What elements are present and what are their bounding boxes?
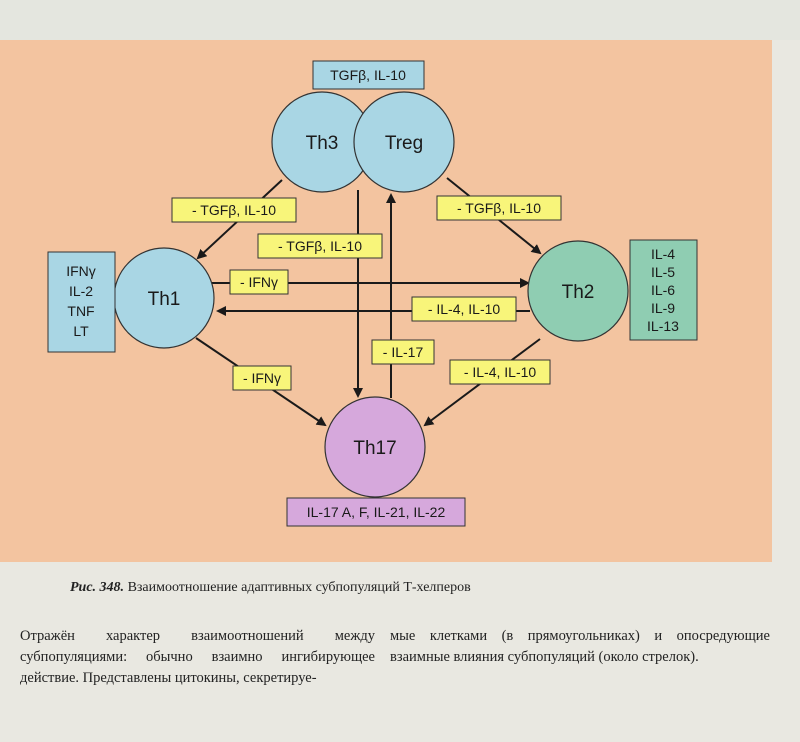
body-text-left: Отражён характер взаимоотношений между с… [20, 628, 375, 686]
cell-th2 [527, 240, 629, 342]
th2-cytokine-5: IL-13 [647, 318, 679, 334]
label-to-th17-center: - TGFβ, IL-10 [278, 238, 362, 254]
label-box-th2-to-th1 [411, 296, 517, 322]
th2-cytokine-1: IL-4 [651, 246, 675, 262]
label-to-th1: - TGFβ, IL-10 [192, 202, 276, 218]
cell-th17-label: Th17 [353, 438, 396, 459]
label-box-th17-to-treg [371, 339, 435, 365]
label-th17-to-treg: - IL-17 [383, 344, 424, 360]
th1-cytokine-4: LT [73, 323, 89, 339]
label-box-th1-to-th17 [232, 365, 292, 391]
cell-treg [353, 91, 455, 193]
figure-caption-text: Взаимоотношение адаптивных субпопуляций … [127, 580, 471, 595]
label-th1-to-th17: - IFNγ [243, 370, 281, 386]
cell-th1-label: Th1 [148, 289, 181, 310]
th2-cytokine-box [629, 239, 698, 341]
page-top-strip [0, 0, 800, 40]
body-text-right: мые клетками (в прямоугольниках) и опоср… [390, 628, 770, 665]
label-th2-to-th17: - IL-4, IL-10 [464, 364, 537, 380]
top-cytokine-text: TGFβ, IL-10 [330, 67, 406, 83]
label-box-to-th2 [436, 195, 562, 221]
th17-cytokine-text: IL-17 A, F, IL-21, IL-22 [307, 504, 446, 520]
th1-cytokine-1: IFNγ [66, 263, 96, 279]
figure-number: Рис. 348. [70, 580, 125, 595]
figure-caption: Рис. 348. Взаимоотношение адаптивных суб… [70, 580, 770, 596]
th1-cytokine-3: TNF [67, 303, 94, 319]
label-box-to-th1 [171, 197, 297, 223]
cell-th2-label: Th2 [562, 282, 595, 303]
th2-cytokine-2: IL-5 [651, 264, 675, 280]
cell-treg-label: Treg [385, 133, 423, 154]
label-box-to-th17-center [257, 233, 383, 259]
th2-cytokine-3: IL-6 [651, 282, 675, 298]
label-th1-to-th2: - IFNγ [240, 274, 278, 290]
label-th2-to-th1: - IL-4, IL-10 [428, 301, 501, 317]
label-to-th2: - TGFβ, IL-10 [457, 200, 541, 216]
t-helper-diagram: TGFβ, IL-10 Th3 Treg Th1 IFNγ IL-2 TNF L… [47, 60, 698, 527]
th1-cytokine-2: IL-2 [69, 283, 93, 299]
label-box-th1-to-th2 [229, 269, 289, 295]
cell-th17 [324, 396, 426, 498]
th1-cytokine-box [47, 251, 116, 353]
top-cytokine-box [312, 60, 425, 90]
th17-cytokine-box [286, 497, 466, 527]
th2-cytokine-4: IL-9 [651, 300, 675, 316]
cell-th3-label: Th3 [306, 133, 339, 154]
label-box-th2-to-th17 [449, 359, 551, 385]
